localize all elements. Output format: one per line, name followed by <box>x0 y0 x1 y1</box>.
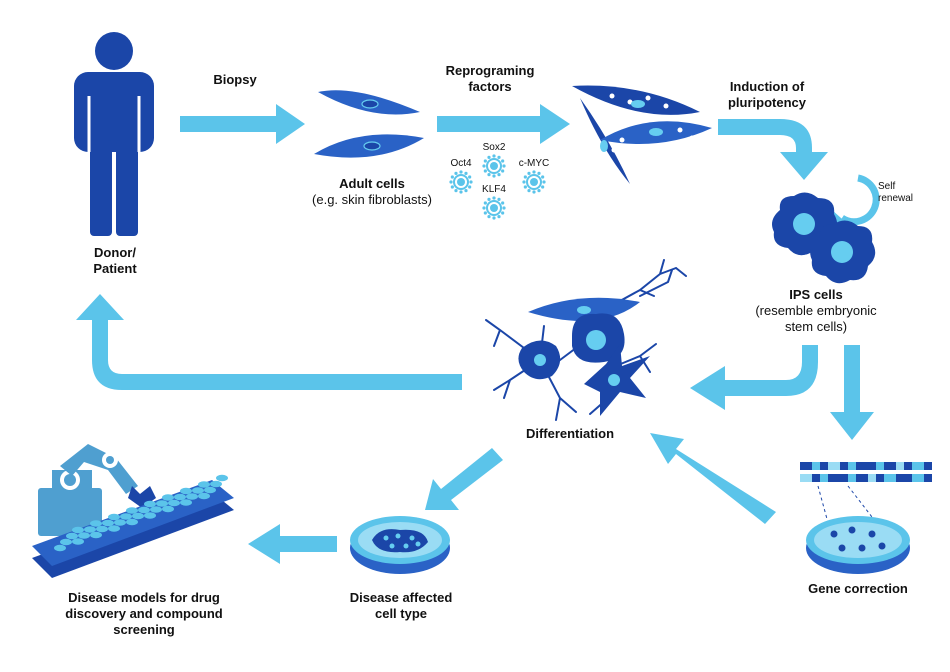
label-disease-cell: Disease affected cell type <box>349 590 453 621</box>
label-differentiation: Differentiation <box>525 426 615 441</box>
factor-label-sox2: Sox2 <box>483 142 506 153</box>
ips-cell-icon <box>772 192 876 284</box>
arrow-ips-to-differentiation <box>690 345 818 410</box>
arrow-disease-to-models <box>248 524 337 564</box>
factor-label-oct4: Oct4 <box>450 158 472 169</box>
arrow-reprogramming <box>437 104 570 144</box>
label-gene-correction: Gene correction <box>808 581 908 596</box>
factor-dot-icon <box>482 154 506 178</box>
robot-arm-icon <box>38 444 156 536</box>
fibroblast-icon <box>314 90 424 158</box>
factor-group <box>449 154 546 220</box>
label-self-renewal: Self renewal <box>878 181 914 204</box>
arrow-to-donor <box>76 294 462 390</box>
label-biopsy: Biopsy <box>213 72 257 87</box>
arrow-biopsy <box>180 104 305 144</box>
factor-dot-icon <box>449 170 473 194</box>
arrow-induction <box>718 119 828 180</box>
person-icon <box>74 32 154 236</box>
factor-label-cmyc: c-MYC <box>519 158 550 169</box>
arrow-differentiation-to-disease <box>425 448 503 510</box>
factor-dot-icon <box>522 170 546 194</box>
petri-dish-gene <box>806 485 910 574</box>
label-ips-cells: IPS cells (resemble embryonic stem cells… <box>755 287 877 334</box>
label-induction: Induction of pluripotency <box>727 79 806 110</box>
well-plate-icon <box>32 474 234 578</box>
label-reprogramming: Reprograming factors <box>445 63 535 94</box>
factor-label-klf4: KLF4 <box>482 184 506 195</box>
label-donor: Donor/ Patient <box>93 245 137 276</box>
differentiated-cells-icon <box>485 259 687 421</box>
dna-strand-icon <box>800 462 932 482</box>
arrow-gene-to-differentiation <box>650 433 776 524</box>
label-disease-models: Disease models for drug discovery and co… <box>65 590 223 637</box>
label-adult-cells: Adult cells (e.g. skin fibroblasts) <box>312 176 432 207</box>
arrow-ips-to-gene <box>830 345 874 440</box>
factor-dot-icon <box>482 196 506 220</box>
petri-dish-icon <box>350 516 450 574</box>
reprogramming-cells-icon <box>572 85 712 184</box>
